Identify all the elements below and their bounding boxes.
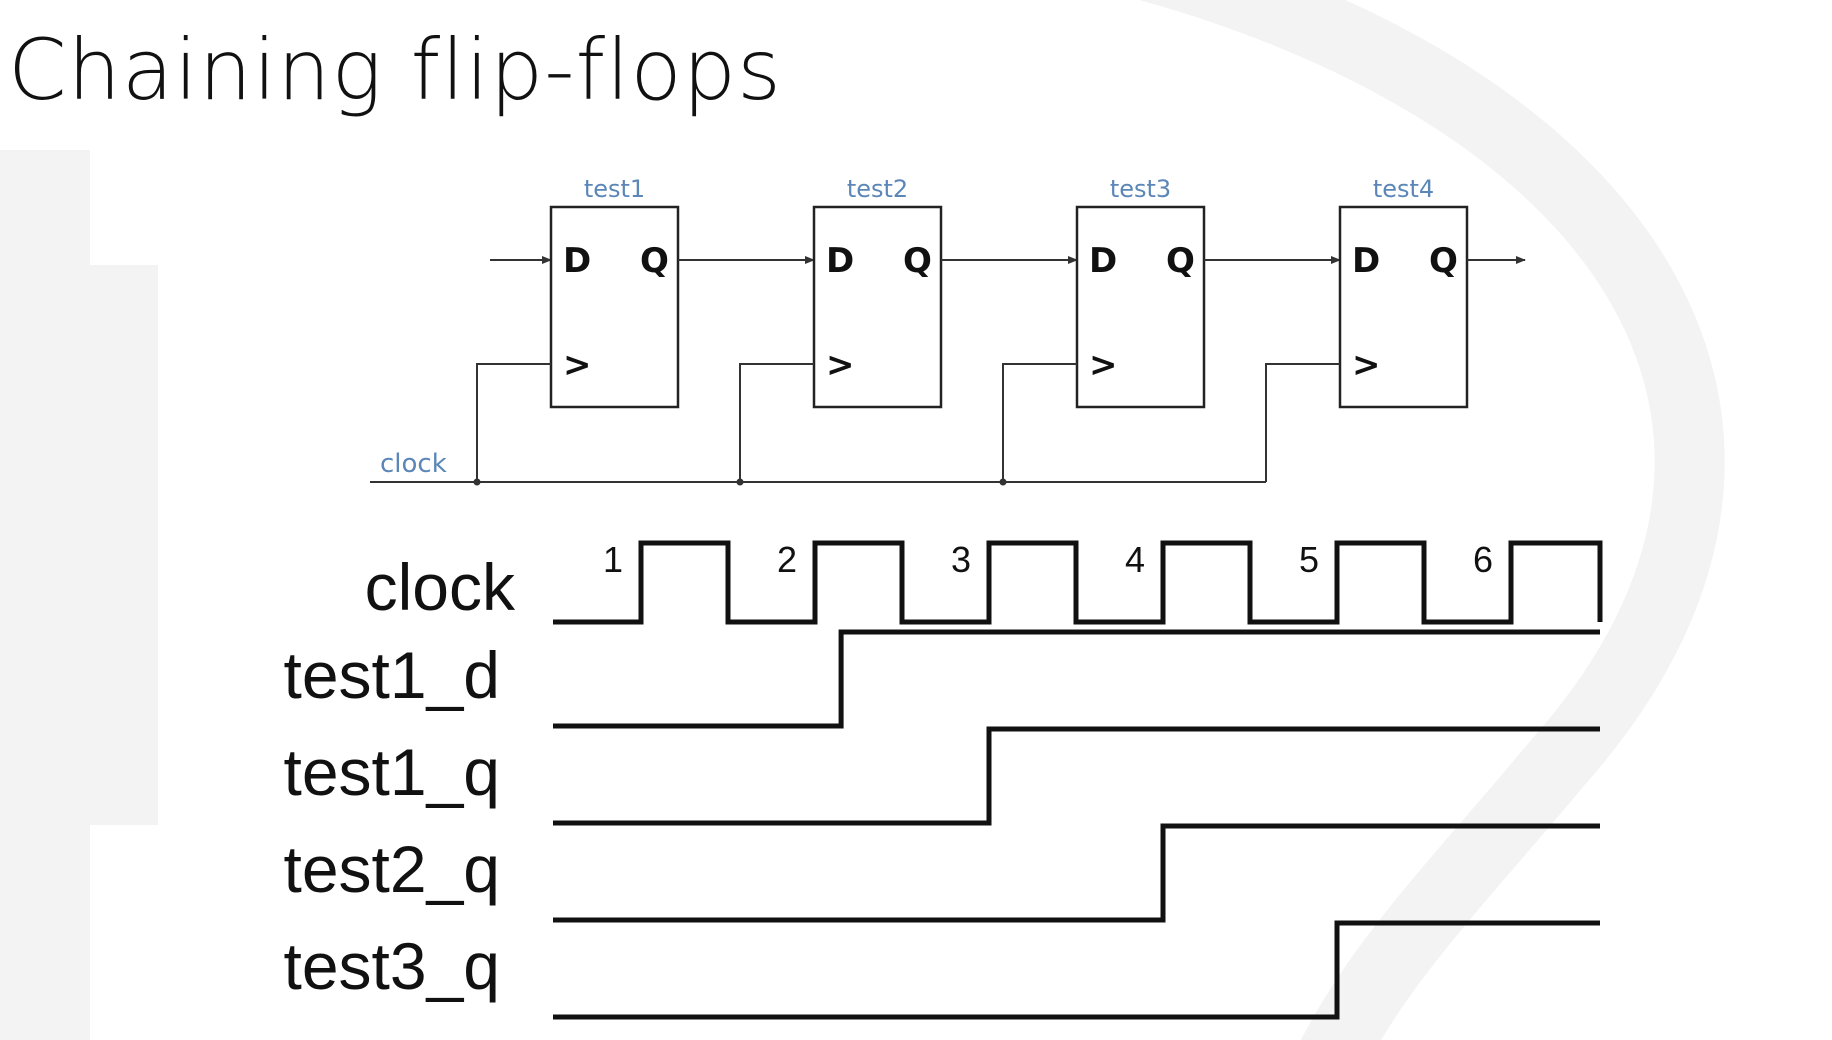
timing-diagram: clock 1 2 3 4 5 6 test1_d test1_q test2_q test3_q	[284, 539, 1603, 1020]
background-decoration	[0, 0, 1725, 1040]
clock-waveform: clock 1 2 3 4 5 6	[365, 539, 1603, 625]
clock-edge-number: 2	[777, 539, 797, 580]
signal-name: test1_d	[284, 638, 501, 712]
clock-edge-number: 6	[1473, 539, 1493, 580]
q-pin-label: Q	[1429, 241, 1458, 281]
flip-flop-box	[1338, 205, 1469, 409]
d-pin-label: D	[563, 241, 591, 281]
clock-pin-label: >	[1352, 345, 1381, 385]
clock-edge-number: 4	[1125, 539, 1145, 580]
signal-trace	[553, 629, 1600, 729]
clock-trace	[553, 540, 1603, 625]
clock-pin-label: >	[826, 345, 855, 385]
flip-flop-name: test4	[1373, 175, 1434, 203]
signal-trace	[553, 823, 1600, 923]
signal-row-test1_d: test1_d	[284, 629, 1600, 729]
signal-name: test3_q	[284, 929, 501, 1003]
d-pin-label: D	[826, 241, 854, 281]
clock-edge-number: 3	[951, 539, 971, 580]
signal-name: test2_q	[284, 832, 501, 906]
clock-wire	[476, 363, 551, 482]
clock-edge-number: 5	[1299, 539, 1319, 580]
signal-trace	[553, 920, 1600, 1020]
flip-flop-box	[812, 205, 943, 409]
flip-flop-name: test1	[584, 175, 645, 203]
clock-pin-label: >	[1089, 345, 1118, 385]
flip-flop-name: test3	[1110, 175, 1171, 203]
signal-name-clock: clock	[365, 550, 516, 624]
q-pin-label: Q	[640, 241, 669, 281]
flip-flop-box	[549, 205, 680, 409]
signal-name: test1_q	[284, 735, 501, 809]
signal-row-test1_q: test1_q	[284, 726, 1600, 826]
flip-flop-box	[1075, 205, 1206, 409]
clock-net-label: clock	[380, 449, 447, 479]
signal-row-test3_q: test3_q	[284, 920, 1600, 1020]
d-pin-label: D	[1352, 241, 1380, 281]
clock-edge-number: 1	[603, 539, 623, 580]
d-pin-label: D	[1089, 241, 1117, 281]
q-pin-label: Q	[1166, 241, 1195, 281]
q-pin-label: Q	[903, 241, 932, 281]
clock-pin-label: >	[563, 345, 592, 385]
signal-trace	[553, 726, 1600, 826]
slide-title: Chaining flip-flops	[8, 21, 782, 119]
clock-wire	[1265, 363, 1340, 482]
clock-wire	[1002, 363, 1077, 482]
flip-flop-name: test2	[847, 175, 908, 203]
clock-wire	[739, 363, 814, 482]
signal-row-test2_q: test2_q	[284, 823, 1600, 923]
